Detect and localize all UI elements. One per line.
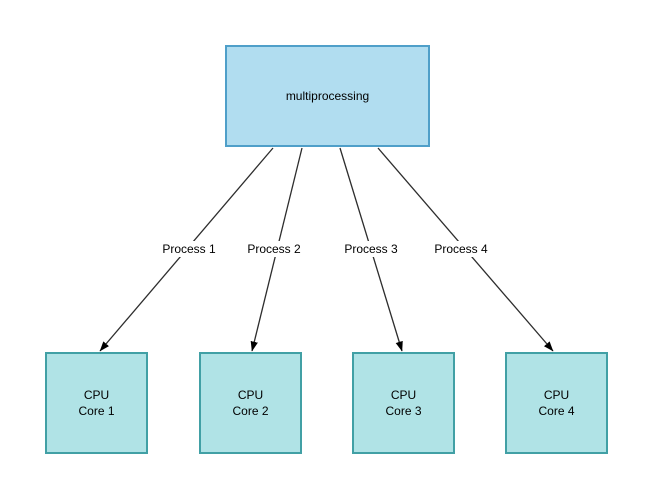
node-cpu-core-3-label: CPU Core 3 — [385, 387, 421, 419]
node-multiprocessing-label: multiprocessing — [285, 88, 370, 103]
node-multiprocessing: multiprocessing — [225, 45, 430, 147]
cpu-label: CPU — [83, 387, 110, 402]
cpu-label: CPU — [390, 387, 417, 402]
core-number-label: Core 4 — [538, 404, 575, 418]
edge-label-process-2: Process 2 — [244, 241, 304, 257]
cpu-label: CPU — [543, 387, 570, 402]
node-cpu-core-3: CPU Core 3 — [352, 352, 455, 454]
node-cpu-core-4-label: CPU Core 4 — [538, 387, 574, 419]
cpu-label: CPU — [237, 387, 264, 402]
core-number-label: Core 3 — [385, 404, 422, 418]
node-cpu-core-4: CPU Core 4 — [505, 352, 608, 454]
edge-label-process-1: Process 1 — [159, 241, 219, 257]
node-cpu-core-1-label: CPU Core 1 — [78, 387, 114, 419]
node-cpu-core-2: CPU Core 2 — [199, 352, 302, 454]
edge-label-process-3: Process 3 — [341, 241, 401, 257]
core-number-label: Core 2 — [232, 404, 269, 418]
node-cpu-core-2-label: CPU Core 2 — [232, 387, 268, 419]
node-cpu-core-1: CPU Core 1 — [45, 352, 148, 454]
edge-label-process-4: Process 4 — [431, 241, 491, 257]
core-number-label: Core 1 — [78, 404, 115, 418]
